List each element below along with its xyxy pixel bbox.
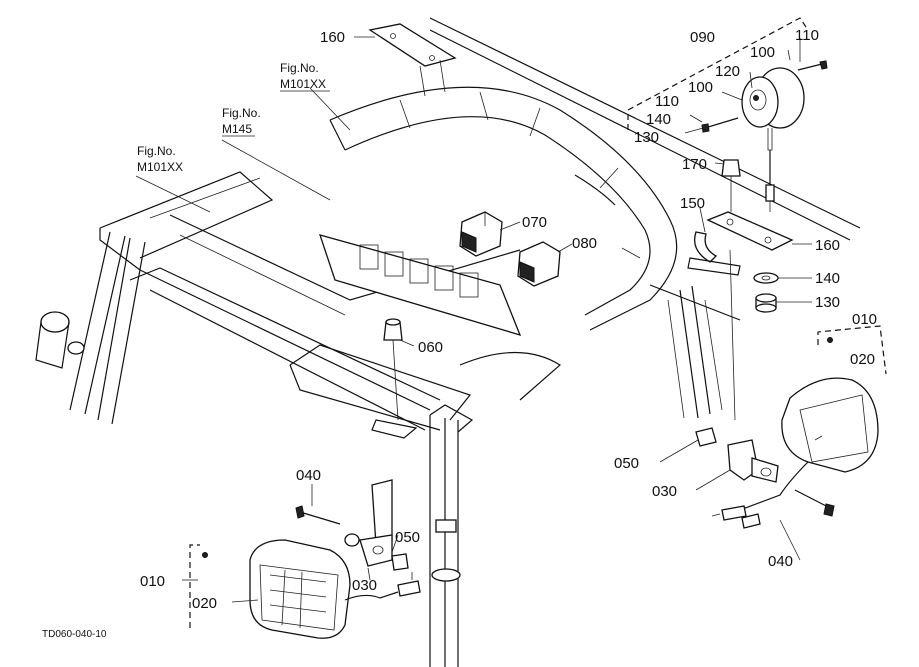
left-wire-harness (344, 572, 421, 601)
callout-040-right[interactable]: 040 (768, 553, 793, 570)
callout-150[interactable]: 150 (680, 195, 705, 212)
callout-060[interactable]: 060 (418, 339, 443, 356)
left-nut-050 (391, 553, 409, 571)
switch-070 (459, 211, 503, 257)
callout-110-b[interactable]: 110 (655, 93, 679, 110)
fig-ref-title: Fig.No. (222, 106, 261, 120)
right-front-light-010 (781, 337, 879, 473)
part-130-nut (755, 293, 777, 313)
left-bolt-040 (295, 505, 360, 547)
callout-030-right[interactable]: 030 (652, 483, 677, 500)
callout-070[interactable]: 070 (522, 214, 547, 231)
canopy-frame (35, 17, 861, 667)
callout-170[interactable]: 170 (682, 156, 707, 173)
right-nut-050 (695, 427, 717, 447)
group-bracket-010-right (817, 325, 887, 375)
callout-130-a[interactable]: 130 (634, 129, 659, 146)
fig-ref-title: Fig.No. (280, 61, 319, 75)
right-bracket-030 (727, 439, 779, 483)
fig-ref-code: M101XX (280, 77, 326, 91)
callout-080[interactable]: 080 (572, 235, 597, 252)
fig-ref-code: M101XX (137, 160, 183, 174)
callout-100-a[interactable]: 100 (750, 44, 775, 61)
part-140-washer (753, 272, 779, 284)
right-bolt-040 (794, 489, 835, 517)
switch-080 (517, 241, 561, 287)
callout-010-left[interactable]: 010 (140, 573, 165, 590)
callout-030-left[interactable]: 030 (352, 577, 377, 594)
fig-ref-m101xx-left[interactable]: Fig.No. M101XX (137, 144, 183, 174)
fig-ref-m145[interactable]: Fig.No. M145 (222, 106, 261, 137)
fig-ref-title: Fig.No. (137, 144, 176, 158)
group-bracket-090 (627, 17, 809, 130)
callout-160-top[interactable]: 160 (320, 29, 345, 46)
callout-140-b[interactable]: 140 (815, 270, 840, 287)
callout-020-right[interactable]: 020 (850, 351, 875, 368)
callout-090[interactable]: 090 (690, 29, 715, 46)
right-wire-harness (711, 461, 809, 529)
fig-ref-m101xx-top[interactable]: Fig.No. M101XX (280, 61, 330, 92)
part-160-bracket-right (706, 211, 794, 251)
callout-110-a[interactable]: 110 (795, 27, 819, 44)
document-code: TD060-040-10 (42, 629, 107, 640)
callout-010-right[interactable]: 010 (852, 311, 877, 328)
callout-050-left[interactable]: 050 (395, 529, 420, 546)
left-front-light-010 (202, 539, 351, 639)
callout-040-left[interactable]: 040 (296, 467, 321, 484)
callout-120[interactable]: 120 (715, 63, 740, 80)
callout-140-a[interactable]: 140 (646, 111, 671, 128)
leader-lines (135, 36, 812, 603)
rear-work-light-090 (701, 60, 828, 212)
callout-130-b[interactable]: 130 (815, 294, 840, 311)
part-150-clamp (687, 231, 741, 276)
callout-020-left[interactable]: 020 (192, 595, 217, 612)
callout-050-right[interactable]: 050 (614, 455, 639, 472)
callout-100-b[interactable]: 100 (688, 79, 713, 96)
part-060-sensor (371, 318, 418, 439)
left-bracket-030 (359, 479, 393, 567)
part-160-top-plate (368, 23, 457, 97)
part-170-bolt (721, 159, 741, 212)
callout-labels: 160 090 110 100 120 100 110 140 130 170 … (42, 27, 877, 640)
callout-160-right[interactable]: 160 (815, 237, 840, 254)
front-grille (318, 234, 522, 337)
group-bracket-010-left (189, 544, 200, 628)
fig-ref-code: M145 (222, 122, 252, 136)
